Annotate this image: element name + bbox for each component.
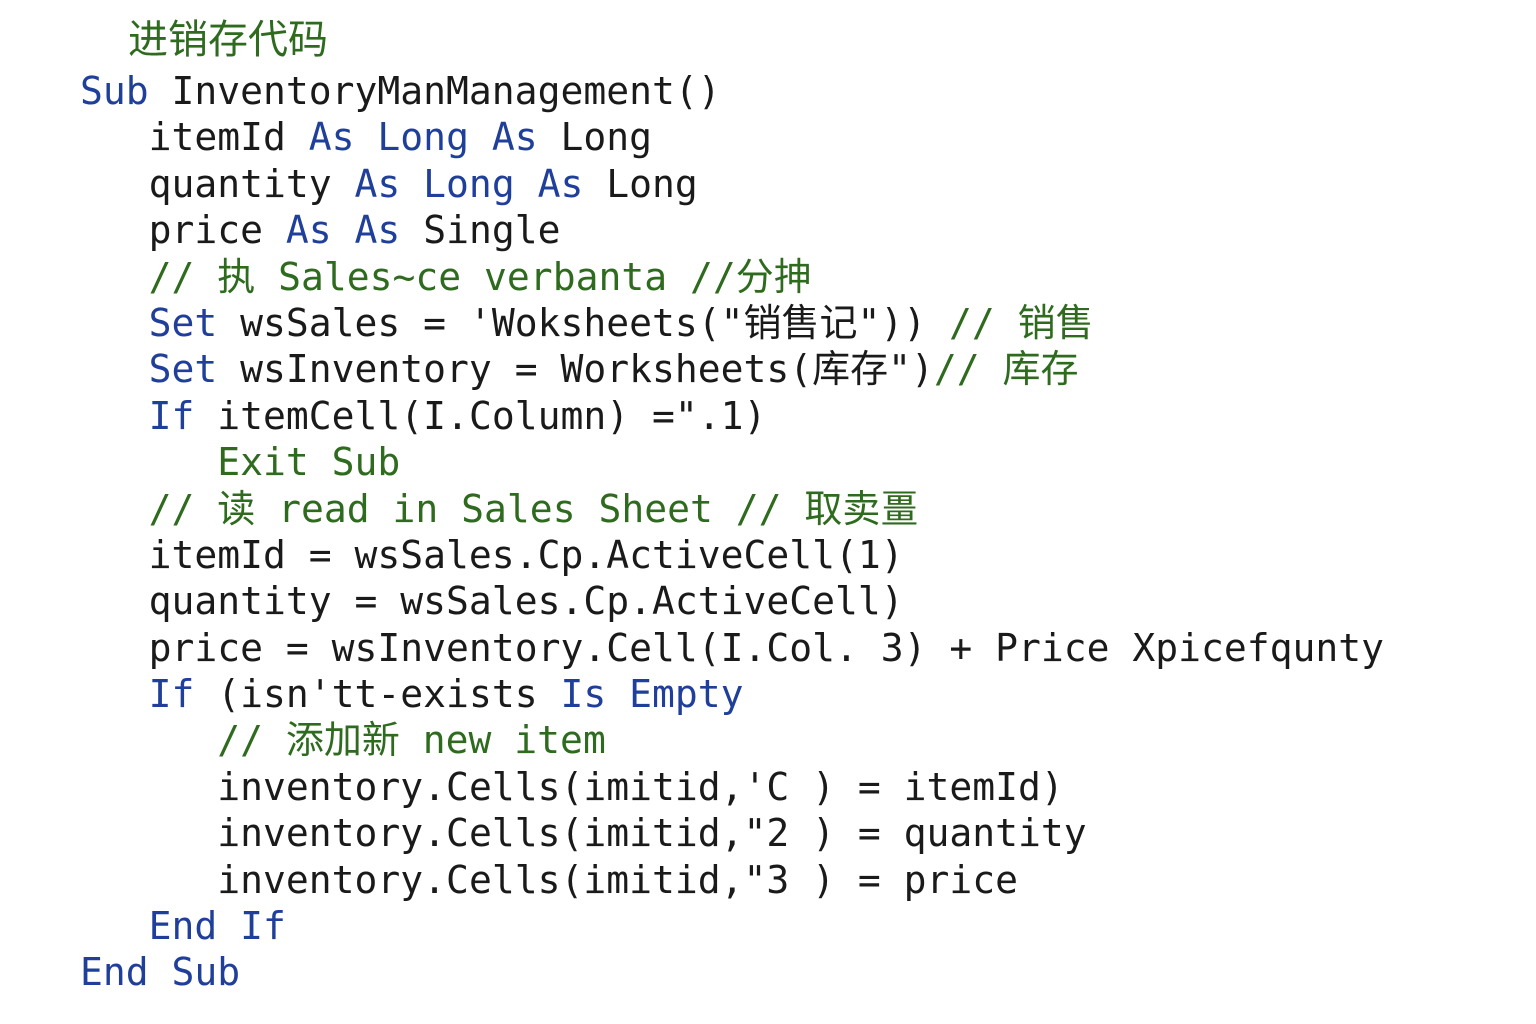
code-token-text xyxy=(80,115,149,159)
code-token-text: Single xyxy=(423,208,561,253)
code-token-text xyxy=(80,672,149,716)
code-token-text: quantity xyxy=(148,161,355,206)
code-token-text: (isn'tt-exists xyxy=(217,672,561,717)
code-block: Sub InventoryManManagement() itemId As L… xyxy=(80,68,1384,996)
code-line: quantity = wsSales.Cp.ActiveCell) xyxy=(80,578,1384,624)
code-line: inventory.Cells(imitid,'C ) = itemId) xyxy=(80,764,1384,810)
code-line: Exit Sub xyxy=(80,439,1384,485)
code-token-text xyxy=(80,162,149,206)
code-token-text xyxy=(80,347,149,391)
code-token-comment: Exit Sub xyxy=(217,440,401,485)
code-line: inventory.Cells(imitid,"3 ) = price xyxy=(80,857,1384,903)
code-token-text: wsSales = 'Woksheets("销售记")) xyxy=(240,300,949,345)
code-line: // 读 read in Sales Sheet // 取卖畺 xyxy=(80,486,1384,532)
code-token-text: quantity = wsSales.Cp.ActiveCell) xyxy=(148,579,904,624)
code-token-text xyxy=(80,904,149,948)
code-line: quantity As Long As Long xyxy=(80,161,1384,207)
code-token-text: itemCell(I.Column) =".1) xyxy=(217,393,767,438)
code-token-text xyxy=(80,579,149,623)
code-token-text xyxy=(80,301,149,345)
code-token-text: itemId xyxy=(148,115,309,160)
code-token-text xyxy=(80,765,217,809)
code-line: inventory.Cells(imitid,"2 ) = quantity xyxy=(80,810,1384,856)
code-token-text: inventory.Cells(imitid,'C ) = itemId) xyxy=(217,764,1064,809)
code-token-comment: // 读 read in Sales Sheet // 取卖畺 xyxy=(148,486,919,531)
code-line: If (isn'tt-exists Is Empty xyxy=(80,671,1384,717)
code-token-text xyxy=(80,811,217,855)
code-token-keyword: Set xyxy=(148,300,241,345)
code-token-text: Long xyxy=(606,161,698,206)
code-token-keyword: As As xyxy=(285,208,424,253)
code-token-text xyxy=(80,440,217,484)
code-token-keyword: End Sub xyxy=(80,950,241,995)
code-line: End Sub xyxy=(80,949,1384,995)
code-token-text xyxy=(80,487,149,531)
code-line: Sub InventoryManManagement() xyxy=(80,68,1384,114)
code-token-text xyxy=(80,255,149,299)
code-token-keyword: Is Empty xyxy=(560,672,744,717)
code-line: itemId As Long As Long xyxy=(80,114,1384,160)
code-token-text xyxy=(80,533,149,577)
code-line: Set wsInventory = Worksheets(库存")// 库存 xyxy=(80,346,1384,392)
code-token-text xyxy=(80,858,217,902)
code-line: If itemCell(I.Column) =".1) xyxy=(80,393,1384,439)
code-token-text: price = wsInventory.Cell(I.Col. 3) + Pri… xyxy=(148,625,1385,670)
code-token-text xyxy=(80,208,149,252)
code-token-text: Long xyxy=(560,115,652,160)
code-token-keyword: Set xyxy=(148,347,241,392)
code-token-keyword: If xyxy=(148,672,218,717)
code-token-comment: // 销售 xyxy=(948,300,1094,345)
code-token-text xyxy=(80,718,217,762)
code-token-text: InventoryManManagement() xyxy=(171,69,721,113)
code-token-comment: // 执 Sales~ce verbanta //分抻 xyxy=(148,254,812,299)
code-token-comment: // 库存 xyxy=(933,347,1079,392)
code-token-text: price xyxy=(148,208,286,253)
code-token-text: inventory.Cells(imitid,"2 ) = quantity xyxy=(217,811,1087,856)
code-line: // 执 Sales~ce verbanta //分抻 xyxy=(80,254,1384,300)
code-token-keyword: If xyxy=(148,393,218,438)
code-line: price As As Single xyxy=(80,207,1384,253)
code-line: itemId = wsSales.Cp.ActiveCell(1) xyxy=(80,532,1384,578)
code-line: Set wsSales = 'Woksheets("销售记")) // 销售 xyxy=(80,300,1384,346)
code-line: price = wsInventory.Cell(I.Col. 3) + Pri… xyxy=(80,625,1384,671)
code-token-keyword: As Long As xyxy=(354,161,607,206)
code-token-text: wsInventory = Worksheets(库存") xyxy=(240,347,934,392)
code-line: // 添加新 new item xyxy=(80,717,1384,763)
code-token-keyword: As Long As xyxy=(308,115,561,160)
code-token-keyword: End If xyxy=(148,904,286,949)
code-token-text xyxy=(80,394,149,438)
page-title: 进销存代码 xyxy=(128,17,328,63)
code-token-keyword: Sub xyxy=(80,69,172,113)
code-token-comment: // 添加新 new item xyxy=(217,718,606,763)
code-line: End If xyxy=(80,903,1384,949)
code-token-text: itemId = wsSales.Cp.ActiveCell(1) xyxy=(148,532,904,577)
code-token-text: inventory.Cells(imitid,"3 ) = price xyxy=(217,857,1019,902)
code-token-text xyxy=(80,626,149,670)
